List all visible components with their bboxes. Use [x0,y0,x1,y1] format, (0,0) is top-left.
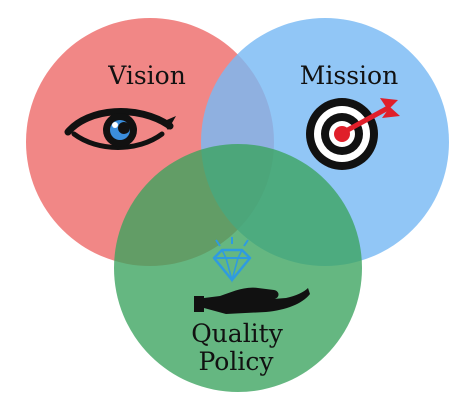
diamond-icon [212,237,252,284]
quality-label-line-2: Policy [199,347,275,376]
quality-policy-circle [114,144,362,392]
quality-label-line-1: Quality [191,319,284,348]
target-arrow-icon [306,98,400,170]
open-hand-icon [194,287,310,314]
vision-label: Vision [107,61,186,90]
quality-policy-label: Quality Policy [191,319,291,376]
eye-icon [64,108,176,150]
mission-label: Mission [300,61,398,90]
